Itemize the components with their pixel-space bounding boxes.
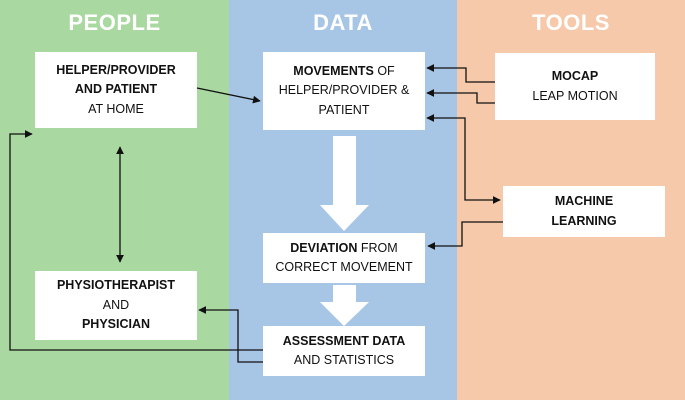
helper-line2: AND PATIENT <box>74 82 158 97</box>
physiotherapist-physician-box: PHYSIOTHERAPIST AND PHYSICIAN <box>35 271 197 340</box>
mocap-line2: LEAP MOTION <box>532 88 618 103</box>
assessment-box: ASSESSMENT DATA AND STATISTICS <box>263 326 425 376</box>
movements-line3: PATIENT <box>318 102 370 117</box>
flow-arrow-movements-to-deviation <box>320 136 369 231</box>
machine-learning-box: MACHINE LEARNING <box>503 186 665 237</box>
tools-column-title: TOOLS <box>532 10 610 35</box>
ml-line2: LEARNING <box>551 213 617 228</box>
arrow-machine-learning-to-deviation <box>427 221 503 250</box>
movements-line1-bold: MOVEMENTS <box>293 63 374 78</box>
deviation-box: DEVIATION FROM CORRECT MOVEMENT <box>263 233 425 283</box>
movements-line2: HELPER/PROVIDER & <box>278 83 410 98</box>
helper-line1: HELPER/PROVIDER <box>56 62 176 77</box>
arrow-mocap-to-movements-1 <box>426 64 495 83</box>
deviation-line1-bold: DEVIATION <box>290 240 358 255</box>
arrow-assessment-to-helper <box>9 130 263 351</box>
assessment-line1: ASSESSMENT DATA <box>282 333 406 348</box>
helper-patient-box: HELPER/PROVIDER AND PATIENT AT HOME <box>35 52 197 128</box>
arrow-helper-to-movements <box>196 87 261 104</box>
assessment-line2: AND STATISTICS <box>293 353 395 367</box>
people-column-title: PEOPLE <box>68 10 161 35</box>
movements-box: MOVEMENTS OF HELPER/PROVIDER & PATIENT <box>263 52 425 130</box>
physio-line2: AND <box>102 297 130 312</box>
movements-line1: MOVEMENTS OF <box>293 62 394 81</box>
deviation-line1: DEVIATION FROM <box>290 239 397 258</box>
physio-line1: PHYSIOTHERAPIST <box>56 278 176 293</box>
arrow-movements-machine-learning <box>426 114 501 204</box>
deviation-line1-rest: FROM <box>357 240 398 255</box>
flow-arrow-deviation-to-assessment <box>320 285 369 326</box>
arrow-mocap-to-movements-2 <box>426 89 495 104</box>
deviation-line2: CORRECT MOVEMENT <box>275 260 413 274</box>
movements-line1-rest: OF <box>373 63 395 78</box>
ml-line1: MACHINE <box>554 194 614 209</box>
mocap-line1: MOCAP <box>551 69 599 84</box>
physio-line3: PHYSICIAN <box>81 317 151 332</box>
mocap-box: MOCAP LEAP MOTION <box>495 53 655 120</box>
helper-line3: AT HOME <box>88 101 144 116</box>
arrow-assessment-to-physio <box>198 306 263 363</box>
data-column-title: DATA <box>313 10 373 35</box>
